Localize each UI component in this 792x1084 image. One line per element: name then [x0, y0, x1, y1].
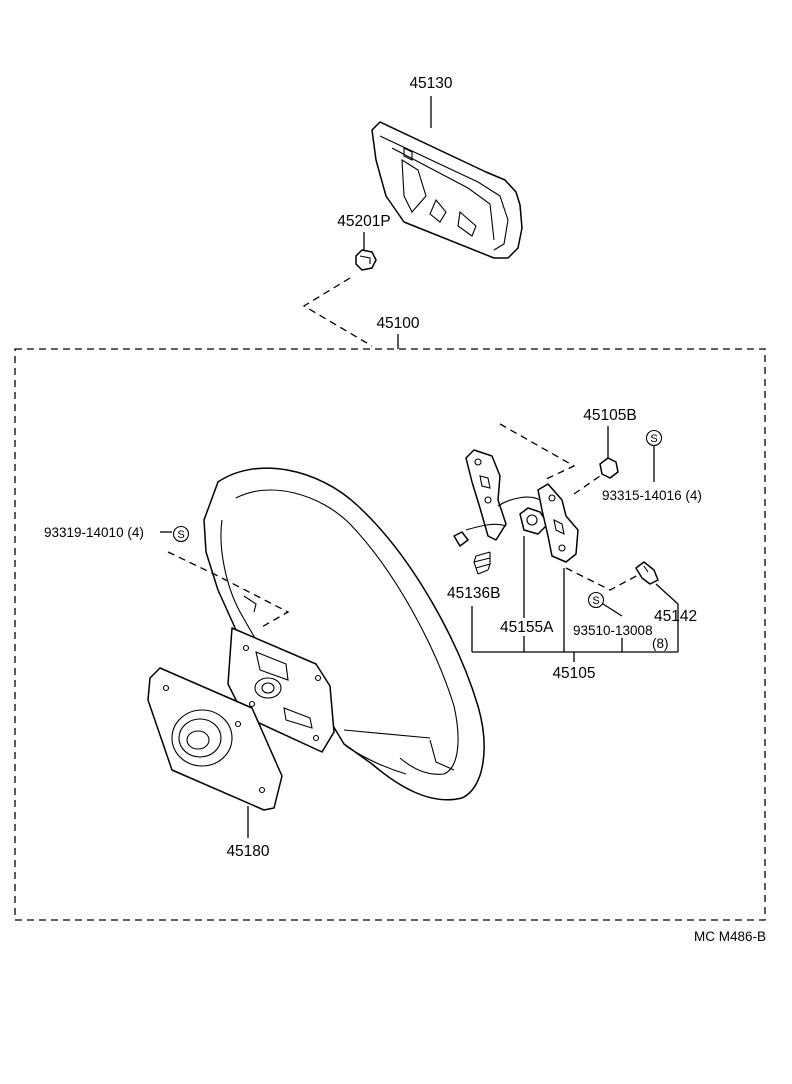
- label-45136B: 45136B: [447, 585, 500, 602]
- label-45100: 45100: [376, 315, 419, 332]
- dashed-leader-45105B: [573, 475, 601, 495]
- bracket-nut: [599, 457, 619, 479]
- horn-pad: [371, 121, 523, 259]
- svg-text:S: S: [592, 595, 599, 607]
- s-mark-bolt: S: [587, 591, 605, 609]
- hub-plate: [147, 667, 283, 811]
- steering-wheel: [203, 467, 485, 801]
- svg-text:S: S: [177, 529, 184, 541]
- label-45155A: 45155A: [500, 619, 554, 636]
- label-45130: 45130: [409, 75, 452, 92]
- switch-bracket: [453, 449, 579, 563]
- leader-45142: [655, 583, 679, 652]
- dashed-leader-terminal: [565, 567, 641, 591]
- spring-part: [473, 551, 491, 575]
- label-45201P: 45201P: [337, 213, 390, 230]
- assembly-frame: [14, 348, 766, 921]
- s-mark-right: S: [645, 429, 663, 447]
- dashed-leader-nut: [302, 277, 373, 347]
- dashed-leader-screw-left: [167, 551, 290, 629]
- label-93319-14010: 93319-14010 (4): [44, 525, 144, 540]
- label-93510-13008: 93510-13008: [573, 623, 653, 638]
- terminal-part: [635, 561, 659, 585]
- dashed-leader-bracket-top: [499, 423, 576, 481]
- label-45180: 45180: [226, 843, 269, 860]
- label-45105: 45105: [552, 665, 595, 682]
- label-bolt-qty: (8): [652, 636, 669, 651]
- nut-part: [355, 249, 377, 271]
- label-93315-14016: 93315-14016 (4): [602, 488, 702, 503]
- s-mark-left: S: [172, 525, 190, 543]
- leader-93510: [602, 603, 623, 617]
- svg-text:S: S: [650, 433, 657, 445]
- figure-code: MC M486-B: [694, 929, 766, 944]
- label-45105B: 45105B: [583, 407, 636, 424]
- label-45142: 45142: [654, 608, 697, 625]
